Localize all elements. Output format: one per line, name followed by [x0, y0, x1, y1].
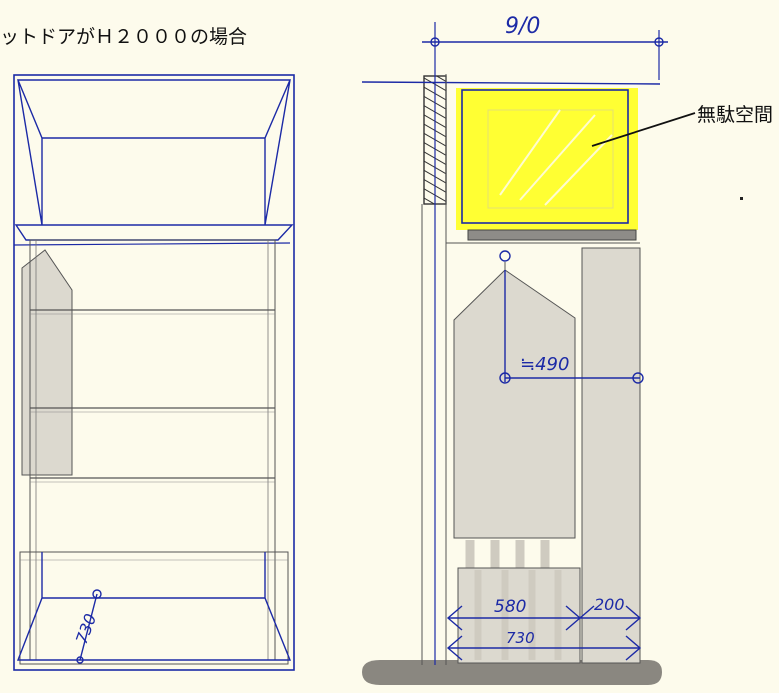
left-garment — [21, 249, 73, 476]
left-floor-outline — [16, 552, 292, 661]
wasted-space-box — [456, 88, 638, 230]
bottom-left-dim: 580 — [494, 597, 526, 617]
hanging-garment — [453, 269, 576, 539]
callout-leader — [591, 112, 696, 147]
right-panel — [581, 247, 641, 664]
left-outer-frame — [13, 74, 295, 671]
bottom-total-dim: 730 — [506, 629, 535, 647]
caption-title: ットドアがＨ２０００の場合 — [0, 26, 248, 48]
left-depth-dim: 730 — [72, 611, 100, 646]
floor-slab — [362, 660, 662, 685]
hanger-drop-dim: ≒490 — [520, 354, 569, 375]
stray-dot — [740, 197, 743, 200]
upper-shelf — [467, 229, 637, 241]
right-section-view: 9/0 ≒490 580 — [361, 14, 696, 685]
bottom-right-dim: 200 — [594, 595, 625, 614]
left-depth-dim-line — [79, 593, 98, 661]
left-upper-cabinet — [16, 79, 292, 226]
top-width-dim: 9/0 — [505, 14, 540, 39]
wasted-space-label: 無駄空間 — [697, 104, 774, 126]
left-closet-elevation: 730 — [13, 74, 295, 671]
left-shelf-board — [14, 224, 294, 241]
left-bottom-box — [19, 551, 289, 665]
